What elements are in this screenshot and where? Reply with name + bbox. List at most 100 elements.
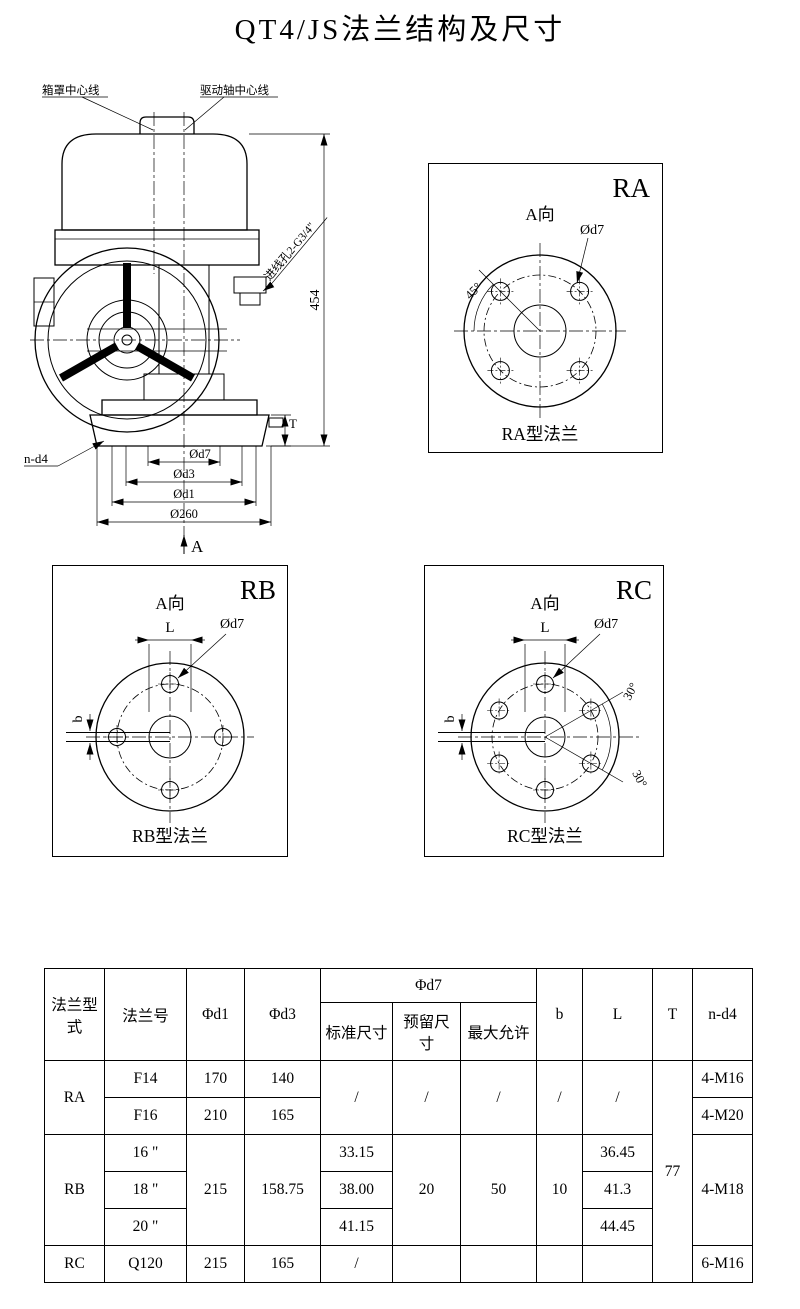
rb-view-label: A向: [155, 594, 184, 613]
header-d7: Φd7: [320, 968, 537, 1003]
cell-rc-standard: /: [320, 1245, 393, 1283]
rb-code-label: RB: [240, 575, 276, 605]
cell-t-value: 77: [652, 1060, 693, 1283]
bolt-hole: [157, 777, 183, 803]
rc-dim-b: b: [443, 714, 466, 760]
rb-caption: RB型法兰: [132, 826, 208, 846]
mounting-flange: [89, 399, 284, 447]
ra-flange-view: RA A向 45° Ød7 RA型法兰: [428, 163, 663, 453]
dim-d7-label: Ød7: [189, 447, 211, 461]
shaft-centerline-label: 驱动轴中心线: [200, 83, 269, 97]
cell-rb2-no: 18 ": [104, 1171, 187, 1209]
cell-rb-nd4: 4-M18: [692, 1134, 753, 1246]
cell-rc-type: RC: [44, 1245, 105, 1283]
bolt-hole: [486, 357, 514, 385]
dim-T-label: T: [289, 416, 297, 431]
bolt-hole: [157, 671, 183, 697]
table-row: RB 16 " 215 158.75 33.15 20 50 10 36.45 …: [44, 1134, 753, 1246]
handwheel-and-gear: [34, 247, 227, 433]
rb-outer-circle: [95, 662, 245, 812]
rc-dim-L: L: [511, 620, 579, 712]
cell-rb-b: 10: [536, 1134, 583, 1246]
table-row: RA F14 170 140 / / / / / 77 4-M16: [44, 1060, 753, 1283]
dim-260: Ø260: [96, 446, 272, 526]
shaft-centerline-leader: [184, 96, 225, 131]
cell-ra-d7-reserved: /: [392, 1060, 461, 1135]
rb-b-label: b: [71, 716, 86, 723]
actuator-section-drawing: 箱罩中心线 驱动轴中心线 进线孔2-G3/4": [24, 83, 330, 556]
wire-hole-callout: 进线孔2-G3/4": [261, 217, 328, 286]
ra-d7-leader: [576, 237, 589, 284]
cell-rb1-l: 36.45: [582, 1134, 653, 1172]
cell-rc-d3: 165: [244, 1245, 321, 1283]
table-row: F16 210 165 4-M20: [45, 1097, 753, 1135]
rb-dim-b: b: [71, 714, 94, 760]
cell-rc-b: [536, 1245, 583, 1283]
cell-rb-d3: 158.75: [244, 1134, 321, 1246]
cell-ra1-d3: 140: [244, 1060, 321, 1098]
header-nd4: n-d4: [692, 968, 753, 1061]
dim-d7: Ød7: [147, 446, 221, 466]
rc-d7-label: Ød7: [594, 617, 618, 632]
cell-ra2-d1: 210: [186, 1097, 245, 1135]
rc-flange-view: RC A向 L 30° 30°: [424, 565, 664, 857]
dim-n-d4: n-d4: [24, 440, 105, 467]
cell-rb3-no: 20 ": [104, 1208, 187, 1246]
cell-rc-nd4: 6-M16: [692, 1245, 753, 1283]
cell-ra1-no: F14: [104, 1060, 187, 1098]
header-d7-max: 最大允许: [460, 1002, 537, 1061]
cell-ra-type: RA: [44, 1060, 105, 1135]
dim-d3-label: Ød3: [173, 467, 195, 481]
dim-454-label: 454: [308, 290, 323, 311]
cell-rc-no: Q120: [104, 1245, 187, 1283]
rc-view-label: A向: [530, 594, 559, 613]
rc-b-label: b: [443, 716, 458, 723]
cell-rc-l: [582, 1245, 653, 1283]
cell-rc-reserved: [392, 1245, 461, 1283]
cell-rb1-standard: 33.15: [320, 1134, 393, 1172]
rc-L-label: L: [540, 620, 549, 636]
rc-30deg-upper-label: 30°: [620, 680, 641, 702]
cell-ra1-d1: 170: [186, 1060, 245, 1098]
view-A-label: A: [191, 537, 204, 556]
rc-border: [424, 565, 664, 857]
table-row: 18 " 38.00 41.3: [45, 1171, 753, 1209]
rc-30deg-lower-label: 30°: [629, 768, 650, 790]
cell-rb3-l: 44.45: [582, 1208, 653, 1246]
cell-rb-d1: 215: [186, 1134, 245, 1246]
rc-outer-circle: [470, 662, 620, 812]
cell-rb2-standard: 38.00: [320, 1171, 393, 1209]
rb-border: [52, 565, 288, 857]
cell-rb2-l: 41.3: [582, 1171, 653, 1209]
table-row: 20 " 41.15 44.45: [45, 1208, 753, 1246]
cell-rb-max: 50: [460, 1134, 537, 1246]
rc-d7-leader: [552, 633, 601, 679]
cell-rb3-standard: 41.15: [320, 1208, 393, 1246]
bolt-hole: [532, 671, 558, 697]
dimension-table: 法兰型式 法兰号 Φd1 Φd3 Φd7 b L T n-d4 标准尺寸 预留尺…: [44, 968, 753, 1283]
dim-d1: Ød1: [111, 446, 257, 506]
header-d1: Φd1: [186, 968, 245, 1061]
ra-outer-circle: [463, 254, 617, 408]
rb-d7-label: Ød7: [220, 617, 244, 632]
view-A-arrow: A: [180, 535, 204, 556]
bolt-hole: [486, 698, 512, 723]
header-t: T: [652, 968, 693, 1061]
bolt-hole: [210, 724, 236, 750]
cable-gland: [233, 276, 267, 306]
ra-code-label: RA: [612, 173, 650, 203]
rc-30deg-annotations: 30° 30°: [544, 680, 650, 790]
ra-45deg-arc: [473, 284, 494, 332]
cell-rb-reserved: 20: [392, 1134, 461, 1246]
wire-hole-label: 进线孔2-G3/4": [261, 219, 318, 283]
bolt-hole: [486, 751, 512, 776]
ra-center-bore: [513, 304, 567, 358]
header-b: b: [536, 968, 583, 1061]
bolt-hole: [566, 277, 594, 305]
rb-flange-view: RB A向 L b Ød7 RB型法兰: [52, 565, 288, 857]
ra-d7-label: Ød7: [580, 223, 604, 238]
ra-caption: RA型法兰: [502, 424, 579, 444]
header-flange-type: 法兰型式: [44, 968, 105, 1061]
cover-centerline-leader: [81, 96, 154, 131]
